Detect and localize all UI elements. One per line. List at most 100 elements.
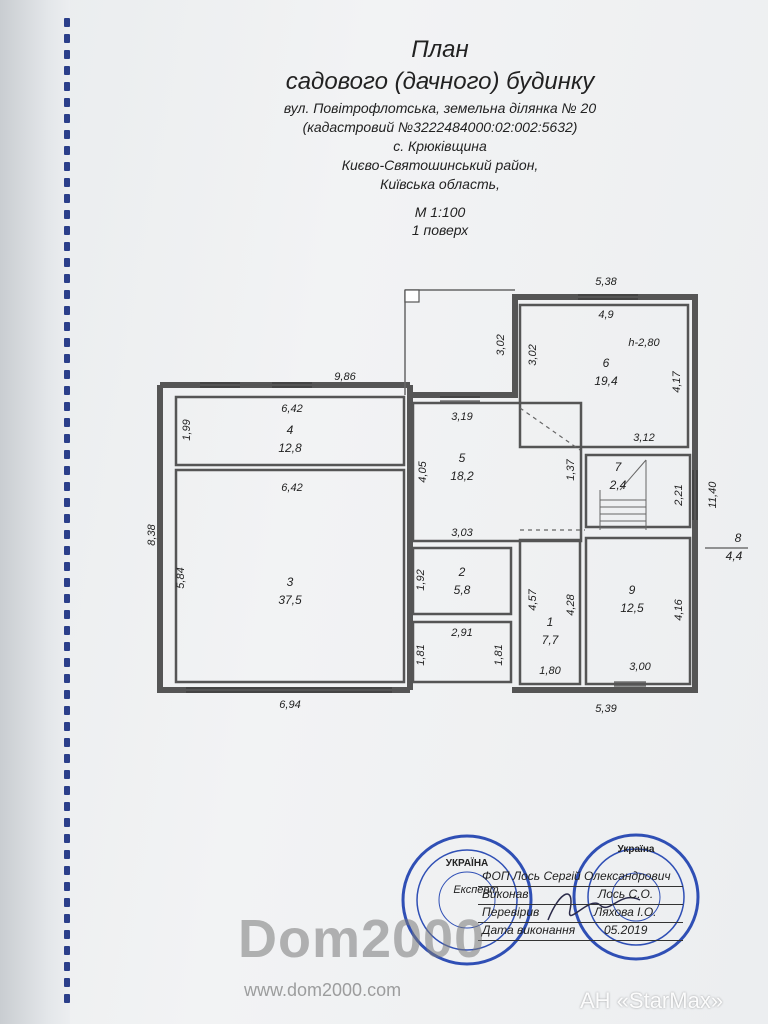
- dim-room6-ceiling: h-2,80: [628, 337, 660, 349]
- binding-hole: [64, 386, 70, 395]
- binding-hole: [64, 834, 70, 843]
- binding-hole: [64, 546, 70, 555]
- dim-room6-right: 4,17: [671, 370, 683, 392]
- binding-hole: [64, 306, 70, 315]
- binding-hole: [64, 290, 70, 299]
- binding-hole: [64, 418, 70, 427]
- cadastral-line: (кадастровий №3222484000:02:002:5632): [302, 119, 578, 135]
- binding-hole: [64, 706, 70, 715]
- binding-hole: [64, 994, 70, 1003]
- dim-room1-left: 4,57: [527, 588, 539, 610]
- dim-room5-top: 3,19: [451, 411, 472, 423]
- stamp-checked-label: Перевірив: [482, 905, 540, 919]
- stamp-company: ФОП Лось Сергій Олександрович: [482, 869, 671, 883]
- binding-hole: [64, 242, 70, 251]
- binding-hole: [64, 866, 70, 875]
- dim-top-overall: 9,86: [334, 371, 356, 383]
- binding-hole: [64, 674, 70, 683]
- binding-hole: [64, 770, 70, 779]
- binding-hole: [64, 402, 70, 411]
- dim-hall-right: 1,81: [493, 644, 505, 665]
- dim-room5-left: 4,05: [417, 460, 429, 482]
- binding-hole: [64, 450, 70, 459]
- watermark-agency: АН «StarMax»: [580, 988, 724, 1013]
- binding-hole: [64, 882, 70, 891]
- binding-hole: [64, 226, 70, 235]
- dim-left-overall: 8,38: [146, 523, 158, 545]
- binding-hole: [64, 130, 70, 139]
- room-9-number: 9: [629, 583, 636, 597]
- seal-left: УКРАЇНА Експерт: [401, 834, 533, 966]
- binding-hole: [64, 66, 70, 75]
- floor-line: 1 поверх: [411, 222, 469, 238]
- room-5-number: 5: [459, 451, 466, 465]
- binding-hole: [64, 322, 70, 331]
- binding-hole: [64, 626, 70, 635]
- binding-hole: [64, 498, 70, 507]
- dim-room3-top: 6,42: [281, 482, 302, 494]
- binding-hole: [64, 370, 70, 379]
- binding-hole: [64, 274, 70, 283]
- binding-hole: [64, 178, 70, 187]
- binding-hole: [64, 98, 70, 107]
- dim-hall-width: 2,91: [450, 627, 472, 639]
- dim-hall-left: 1,81: [415, 644, 427, 665]
- binding-hole: [64, 114, 70, 123]
- dim-room6-bottom: 3,12: [633, 432, 654, 444]
- binding-hole: [64, 722, 70, 731]
- room-9-area: 12,5: [620, 601, 644, 615]
- binding-hole: [64, 466, 70, 475]
- binding-hole: [64, 578, 70, 587]
- binding-hole: [64, 482, 70, 491]
- binding-hole: [64, 210, 70, 219]
- room-3-number: 3: [287, 575, 294, 589]
- stamp-date-label: Дата виконання: [482, 923, 576, 937]
- plan-walls: [157, 289, 698, 693]
- binding-hole: [64, 594, 70, 603]
- plan-subtitle: садового (дачного) будинку: [285, 68, 595, 95]
- binding-hole: [64, 930, 70, 939]
- binding-hole: [64, 50, 70, 59]
- room-1-area: 7,7: [542, 633, 560, 647]
- dim-top-right: 5,38: [595, 276, 617, 288]
- binding-hole: [64, 162, 70, 171]
- binding-hole: [64, 914, 70, 923]
- address-line: вул. Повітрофлотська, земельна ділянка №…: [283, 100, 597, 116]
- binding-hole: [64, 610, 70, 619]
- scale-line: М 1:100: [414, 204, 466, 220]
- signature: [547, 893, 641, 921]
- dim-room7-right: 2,21: [673, 484, 685, 506]
- village-line: с. Крюківщина: [393, 138, 487, 154]
- dim-room2-left: 1,92: [415, 569, 427, 590]
- dimension-labels: 5,38 9,86 4,9 h-2,80 3,12 6,42 3,19 3,03…: [279, 276, 660, 715]
- dim-room6-left-outer: 3,02: [495, 334, 507, 355]
- room-6-area: 19,4: [594, 374, 618, 388]
- binding-hole: [64, 642, 70, 651]
- binding-hole: [64, 898, 70, 907]
- binding-hole: [64, 850, 70, 859]
- binding-hole: [64, 258, 70, 267]
- room-4-area: 12,8: [278, 441, 302, 455]
- binding-hole: [64, 514, 70, 523]
- room-7-area: 2,4: [609, 478, 627, 492]
- binding-hole: [64, 530, 70, 539]
- seal-right: Україна: [572, 833, 700, 961]
- room-7-number: 7: [615, 460, 623, 474]
- stamp-date-value: 05.2019: [604, 923, 648, 937]
- binding-hole: [64, 82, 70, 91]
- seal-left-label: УКРАЇНА: [446, 856, 489, 869]
- seal-right-label: Україна: [618, 844, 655, 855]
- binding-hole: [64, 946, 70, 955]
- binding-hole: [64, 802, 70, 811]
- district-line: Києво-Святошинський район,: [341, 157, 539, 173]
- binding-strip: [0, 0, 70, 1024]
- dim-room4-left: 1,99: [181, 419, 193, 440]
- stamp-executed-name: Лось С.О.: [598, 887, 654, 901]
- dim-bottom-left: 6,94: [279, 699, 300, 711]
- binding-hole: [64, 562, 70, 571]
- dim-room1-bottom: 1,80: [539, 665, 561, 677]
- binding-hole: [64, 754, 70, 763]
- binding-hole: [64, 18, 70, 27]
